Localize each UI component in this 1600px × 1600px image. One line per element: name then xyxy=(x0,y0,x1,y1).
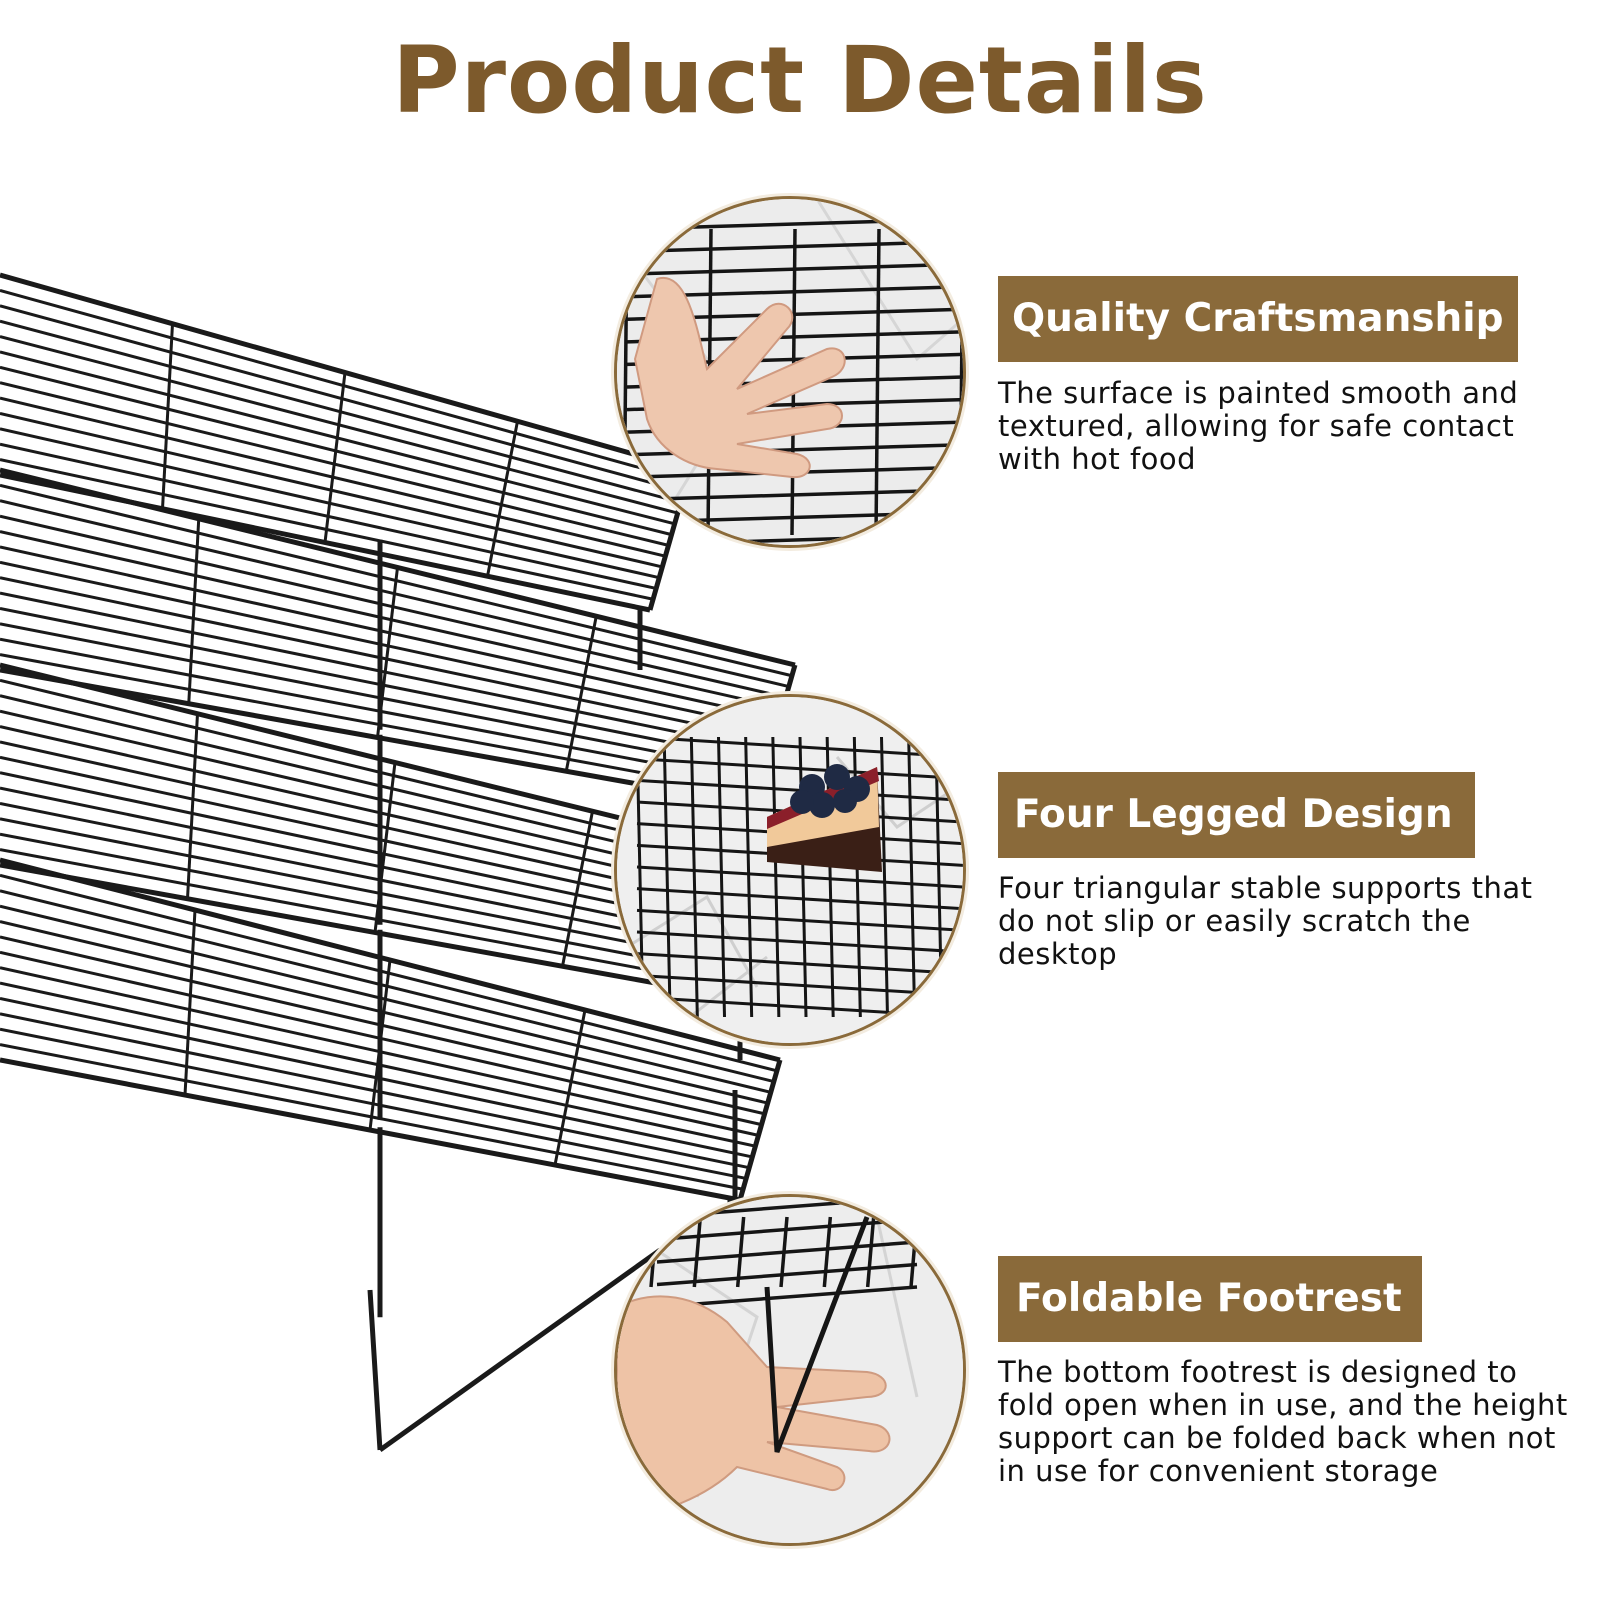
page-title: Product Details xyxy=(392,27,1208,134)
feature-heading-quality: Quality Craftsmanship xyxy=(998,276,1518,362)
feature-heading-footrest: Foldable Footrest xyxy=(998,1256,1422,1342)
detail-photo-hand-on-rack xyxy=(614,196,966,548)
feature-description-quality: The surface is painted smooth and textur… xyxy=(998,376,1519,476)
detail-photo-cake-on-rack xyxy=(614,694,966,1046)
feature-description-legs: Four triangular stable supports that do … xyxy=(998,871,1533,971)
detail-photo-folding-leg xyxy=(614,1194,966,1546)
feature-heading-legs: Four Legged Design xyxy=(998,772,1475,858)
feature-description-footrest: The bottom footrest is designed to fold … xyxy=(998,1355,1568,1488)
